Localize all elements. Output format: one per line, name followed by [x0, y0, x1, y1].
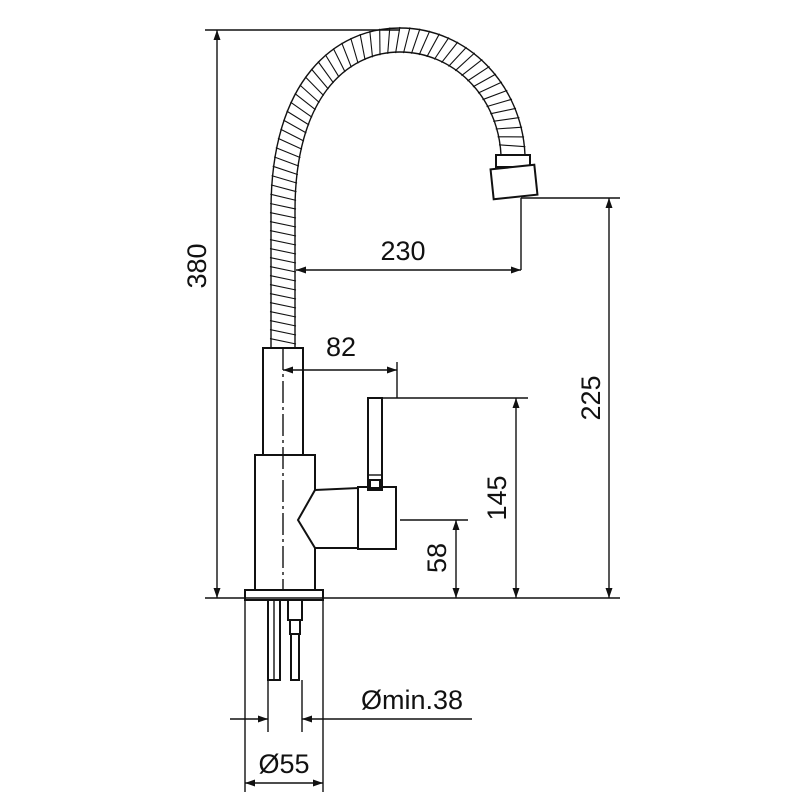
spring-coil [294, 92, 316, 111]
handle-lever [367, 397, 383, 491]
label-225: 225 [576, 375, 606, 420]
spring-coil [290, 101, 313, 118]
spout-path [283, 40, 513, 348]
spring-coil [272, 165, 299, 176]
spring-coil [486, 98, 513, 108]
label-base-diameter: Ø55 [258, 749, 309, 779]
spring-coil [490, 107, 517, 115]
spout-inner-edge [294, 51, 502, 348]
spring-coil [275, 147, 301, 159]
spring-coil [332, 48, 346, 73]
spring-coil [341, 42, 352, 68]
hose-nut [289, 619, 301, 635]
spring-coil [269, 338, 297, 345]
label-82: 82 [326, 332, 356, 362]
spring-coil [271, 175, 298, 184]
spring-coil [448, 46, 467, 67]
spring-coil [410, 28, 421, 54]
spring-coil [269, 266, 297, 273]
spring-coil [395, 26, 401, 54]
spring-coil [270, 193, 297, 201]
spring-coil [269, 248, 297, 255]
spring-coil [482, 89, 508, 101]
spring-coil [493, 117, 520, 122]
spring-coil [269, 275, 297, 282]
spring-coil [269, 329, 297, 336]
spring-coil [269, 302, 297, 309]
faucet-body [244, 347, 397, 681]
spring-coil [269, 311, 297, 318]
spring-coil [498, 144, 526, 148]
spring-coil [369, 30, 374, 58]
spring-coil [269, 320, 297, 327]
spout-outer-edge [270, 27, 526, 348]
spring-coil [387, 27, 391, 54]
handle-joint [369, 479, 381, 489]
spring-coil [418, 30, 431, 56]
spring-coil [324, 54, 340, 78]
spring-coil [350, 37, 359, 64]
spring-coil [277, 137, 303, 150]
spring-coil [454, 52, 476, 72]
spring-coil [402, 27, 411, 54]
spring-coil [467, 65, 490, 82]
spring-coil [269, 202, 297, 210]
spring-coil [477, 81, 503, 94]
label-hole-diameter: Ømin.38 [361, 685, 463, 715]
hose-fitting [287, 599, 303, 621]
spring-coil [270, 184, 297, 193]
handle-block [357, 486, 397, 550]
spring-coil [269, 221, 297, 228]
spring-coils [269, 26, 526, 345]
spring-coil [304, 76, 325, 96]
spring-coil [299, 84, 320, 104]
label-230: 230 [380, 236, 425, 266]
spring-coil [495, 126, 523, 130]
label-58: 58 [422, 543, 452, 573]
spring-coil [283, 119, 307, 134]
spring-spout [269, 26, 539, 348]
label-145: 145 [482, 475, 512, 520]
spring-coil [286, 110, 310, 126]
spring-coil [359, 33, 366, 61]
label-380: 380 [182, 243, 212, 288]
dimension-labels: 380 230 225 82 145 58 Ømin.38 Ø55 [182, 236, 606, 779]
spring-coil [269, 284, 297, 291]
dimension-lines [205, 29, 620, 792]
spring-coil [441, 41, 459, 64]
spring-coil [433, 37, 450, 60]
spring-coil [472, 73, 497, 88]
spring-coil [269, 212, 297, 219]
spring-coil [269, 293, 297, 300]
lever-housing [296, 486, 359, 549]
spray-head [489, 163, 539, 201]
spring-coil [461, 58, 483, 77]
supply-hose-right [290, 633, 300, 681]
spring-coil [269, 230, 297, 237]
spring-coil [269, 239, 297, 246]
spring-coil [426, 33, 440, 58]
spring-coil [280, 128, 305, 142]
spring-coil [310, 68, 329, 90]
spring-coil [317, 61, 334, 84]
spring-coil [273, 156, 300, 167]
spring-coil [269, 257, 297, 264]
